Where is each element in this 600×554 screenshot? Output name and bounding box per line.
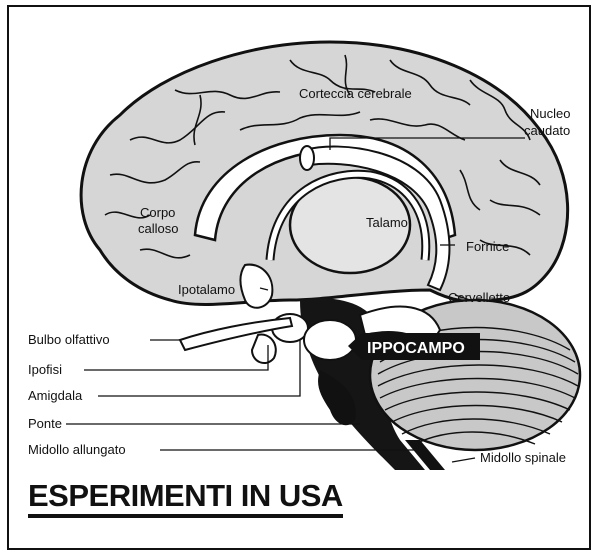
- label-corteccia: Corteccia cerebrale: [299, 86, 412, 101]
- ippocampo-tag: IPPOCAMPO: [348, 333, 480, 360]
- label-corpo-1: Corpo: [140, 205, 175, 220]
- label-bulbo: Bulbo olfattivo: [28, 332, 110, 347]
- label-ipofisi: Ipofisi: [28, 362, 62, 377]
- label-nucleo-1: Nucleo: [530, 106, 570, 121]
- label-talamo: Talamo: [366, 215, 408, 230]
- label-corpo-2: calloso: [138, 221, 178, 236]
- label-fornice: Fornice: [466, 239, 509, 254]
- label-midollo-allungato: Midollo allungato: [28, 442, 126, 457]
- label-nucleo-2: caudato: [524, 123, 570, 138]
- pituitary: [252, 335, 276, 363]
- label-ponte: Ponte: [28, 416, 62, 431]
- label-amigdala: Amigdala: [28, 388, 83, 403]
- label-cervelletto: Cervelletto: [448, 290, 510, 305]
- label-ippocampo: IPPOCAMPO: [367, 340, 465, 357]
- label-ipotalamo: Ipotalamo: [178, 282, 235, 297]
- page-heading: ESPERIMENTI IN USA: [28, 478, 343, 518]
- label-midollo-spinale: Midollo spinale: [480, 450, 566, 465]
